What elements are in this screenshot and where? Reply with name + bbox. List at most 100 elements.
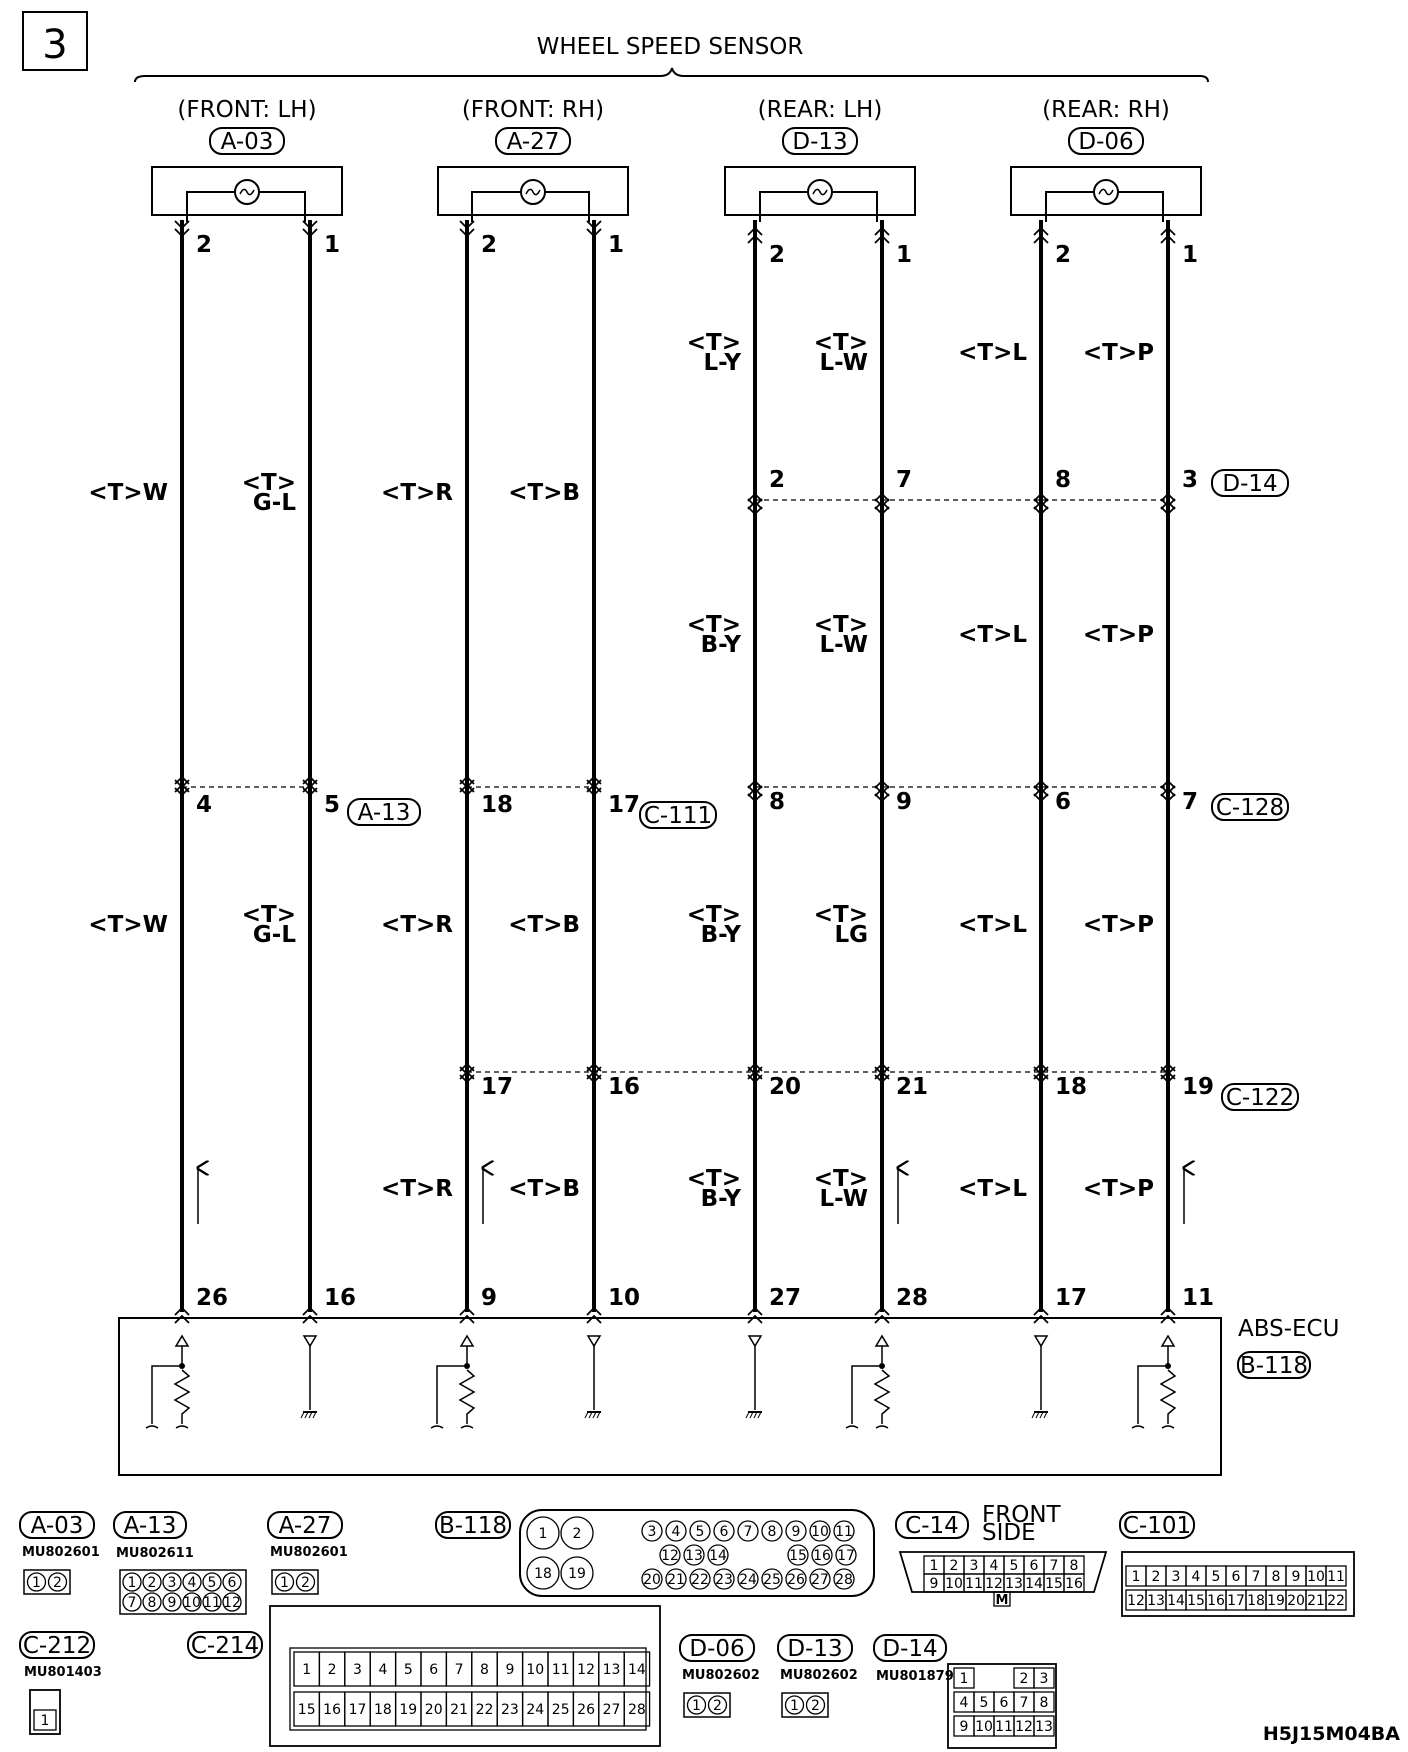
legend-d13-part: MU802602 (780, 1668, 858, 1683)
wire-d14-chevron-7 (1160, 492, 1176, 510)
legend-c101-r2-cell-label: 15 (1187, 1593, 1205, 1609)
wire-j1-chevron-7-stroke (1160, 787, 1176, 797)
wire-color-seg2-7: <T>P (1083, 622, 1154, 648)
legend-a13-r2-cell (162, 1592, 182, 1612)
sensor-connector-tag-3-text: D-06 (1078, 129, 1133, 155)
legend-a13-r1-cell-label: 2 (148, 1575, 157, 1591)
legend-d13-tag: D-13 (777, 1634, 853, 1662)
wire-ecu-chevron-2-stroke (459, 1306, 475, 1316)
legend-a13-r1-cell-label: 5 (208, 1575, 217, 1591)
wire-color-seg2-5: <T>L-W (814, 612, 868, 658)
legend-c214-r1-cell-label: 14 (628, 1662, 646, 1678)
legend-b118-r2a-cell-label: 13 (685, 1548, 703, 1564)
sensor-connector-tag-2-text: D-13 (792, 129, 847, 155)
wire-top-chevron-1 (302, 220, 318, 238)
junction-tag-d14: D-14 (1211, 469, 1289, 497)
wire-color-seg4-5-line: L-W (819, 1186, 868, 1212)
wire-d14-chevron-5 (874, 492, 890, 510)
sensor-lead-left-3 (1045, 191, 1094, 222)
legend-c214-r2-cell-label: 21 (450, 1702, 468, 1718)
legend-a13-r2-cell-label: 12 (223, 1595, 241, 1611)
wire-j1-pin-0: 4 (196, 792, 212, 818)
wire-j1-chevron-b-5-stroke (874, 793, 890, 803)
wire-d14-pin-4: 2 (769, 467, 785, 493)
junction-tag-c111-frame (639, 801, 717, 829)
wire-top-chevron-4-stroke (747, 234, 763, 244)
legend-b118-r3-cell (761, 1568, 783, 1590)
wire-j1-chevron-u-0-stroke (174, 783, 190, 793)
legend-b118-r3-cell (809, 1568, 831, 1590)
wire-top-chevron-6 (1033, 226, 1049, 244)
legend-b118-r1-cell (785, 1520, 807, 1542)
wire-d14-chevron-b-5-stroke (874, 506, 890, 516)
wire-ecu-chevron-3-stroke (586, 1306, 602, 1316)
wire-ecu-pin-5: 28 (896, 1285, 928, 1311)
legend-b118-r3-cell (737, 1568, 759, 1590)
legend-b118-r2a-cell-label: 12 (661, 1548, 679, 1564)
wire-j1-chevron-u-2-stroke (459, 783, 475, 793)
ecu-ground-hatch-6 (1035, 1411, 1040, 1419)
wire-ecu-chevron-7-stroke (1160, 1306, 1176, 1316)
legend-b118-r3-cell-label: 21 (667, 1572, 685, 1588)
wire-j3-chevron-b-6-stroke (1033, 1066, 1049, 1076)
wire-color-seg4-6-line: <T>L (958, 1176, 1027, 1202)
wire-color-seg1-5-line: L-W (819, 350, 868, 376)
legend-a13-r2-cell-label: 11 (203, 1595, 221, 1611)
wire-color-seg4-2: <T>R (381, 1176, 453, 1202)
junction-tag-d14-frame (1211, 469, 1289, 497)
legend-c212-frame (29, 1689, 61, 1735)
sensor-lead-right-0 (259, 191, 306, 222)
legend-c101-r1-cell-label: 1 (1132, 1569, 1141, 1585)
legend-d14-r3-cell-label: 12 (1015, 1719, 1033, 1735)
legend-a13-r2-cell (142, 1592, 162, 1612)
wire-color-seg1-6-line: <T>L (958, 340, 1027, 366)
legend-d13-cell (805, 1695, 826, 1715)
legend-b118-r1-cell (665, 1520, 687, 1542)
legend-c14-r2-cell-label: 13 (1005, 1576, 1023, 1592)
legend-b118-frame (519, 1509, 875, 1597)
legend-a27-cell-label: 1 (280, 1575, 289, 1591)
ecu-hook-b-5 (875, 1425, 889, 1429)
wire-color-seg1-5: <T>L-W (814, 330, 868, 376)
wire-color-seg3-2-line: <T>R (381, 912, 453, 938)
legend-d06-cell-label: 2 (713, 1698, 722, 1714)
legend-b118-r1-cell (689, 1520, 711, 1542)
legend-b118-r1-cell-label: 9 (792, 1524, 801, 1540)
wire-j1-chevron-b-5 (874, 785, 890, 803)
wire-j1-chevron-5-stroke (874, 779, 890, 789)
ecu-branch-5 (851, 1365, 882, 1424)
legend-d14-r1b-cell-label: 3 (1040, 1671, 1049, 1687)
legend-a03-tag: A-03 (19, 1511, 95, 1539)
wire-color-seg4-3-line: <T>B (508, 1176, 580, 1202)
ecu-terminal-1 (302, 1335, 318, 1348)
abs-ecu-connector-tag: B-118 (1237, 1351, 1311, 1379)
svg-text:B-118: B-118 (1240, 1353, 1308, 1379)
legend-a13-r1-cell-label: 4 (188, 1575, 197, 1591)
legend-a03-part: MU802601 (22, 1545, 100, 1560)
legend-c214-inner (289, 1647, 647, 1731)
legend-c212-tag: C-212 (19, 1631, 95, 1659)
wire-ecu-chevron-0 (174, 1306, 190, 1324)
legend-a03-tag-frame (19, 1511, 95, 1539)
wire-d14-chevron-6 (1033, 492, 1049, 510)
wire-j1-chevron-u-3-stroke (586, 775, 602, 785)
wire-color-seg3-5-line: <T> (814, 902, 868, 928)
wire-color-seg4-6: <T>L (958, 1176, 1027, 1202)
legend-a13-r2-cell (122, 1592, 142, 1612)
wire-top-pin-3: 1 (608, 232, 624, 258)
wire-j1-chevron-b-6 (1033, 785, 1049, 803)
wire-j1-chevron-u-3 (586, 775, 602, 793)
wire-color-seg1-5-line: <T> (814, 330, 868, 356)
wire-top-pin-4: 2 (769, 242, 785, 268)
wire-d14-chevron-b-6 (1033, 498, 1049, 516)
wire-ecu-chevron-5-stroke (874, 1306, 890, 1316)
wire-color-seg4-5: <T>L-W (814, 1166, 868, 1212)
legend-a13-tag-frame (113, 1511, 187, 1539)
sensor-connector-tag-1: A-27 (495, 127, 571, 155)
legend-a27-tag-frame (267, 1511, 343, 1539)
wire-d14-pin-5: 7 (896, 467, 912, 493)
